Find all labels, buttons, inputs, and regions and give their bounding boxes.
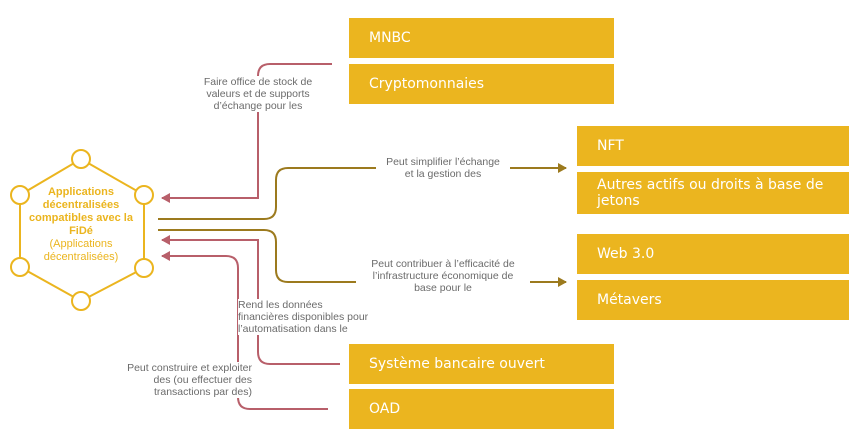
box-metavers: Métavers xyxy=(577,280,849,320)
box-autres-actifs: Autres actifs ou droits à base de jetons xyxy=(577,172,849,214)
label-donnees: Rend les données financières disponibles… xyxy=(238,299,388,335)
label-stock: Faire office de stock de valeurs et de s… xyxy=(190,76,326,112)
box-cryptomonnaies: Cryptomonnaies xyxy=(349,64,614,104)
box-web3: Web 3.0 xyxy=(577,234,849,274)
hub-node-bottom xyxy=(71,291,91,311)
arrow-contribuer xyxy=(158,229,567,287)
hub-subtitle: (Applications décentralisées) xyxy=(43,238,119,263)
hub-node-bottom-left xyxy=(10,257,30,277)
hub-node-top-left xyxy=(10,185,30,205)
hub-label: Applications décentralisées compatibles … xyxy=(20,186,142,264)
label-construire: Peut construire et exploiter des (ou eff… xyxy=(96,362,252,398)
arrow-donnees xyxy=(161,235,340,365)
box-nft: NFT xyxy=(577,126,849,166)
hub-hexagon xyxy=(10,149,154,311)
arrow-stock xyxy=(161,63,332,203)
hub-node-top xyxy=(71,149,91,169)
label-contribuer: Peut contribuer à l’efficacité de l’infr… xyxy=(356,258,530,294)
box-oad: OAD xyxy=(349,389,614,429)
hub-node-top-right xyxy=(134,185,154,205)
box-systeme-bancaire-ouvert: Système bancaire ouvert xyxy=(349,344,614,384)
hub-node-bottom-right xyxy=(134,258,154,278)
label-simplifier: Peut simplifier l’échange et la gestion … xyxy=(376,156,510,180)
hub-title: Applications décentralisées compatibles … xyxy=(29,186,133,237)
arrow-simplifier xyxy=(158,163,567,220)
box-mnbc: MNBC xyxy=(349,18,614,58)
